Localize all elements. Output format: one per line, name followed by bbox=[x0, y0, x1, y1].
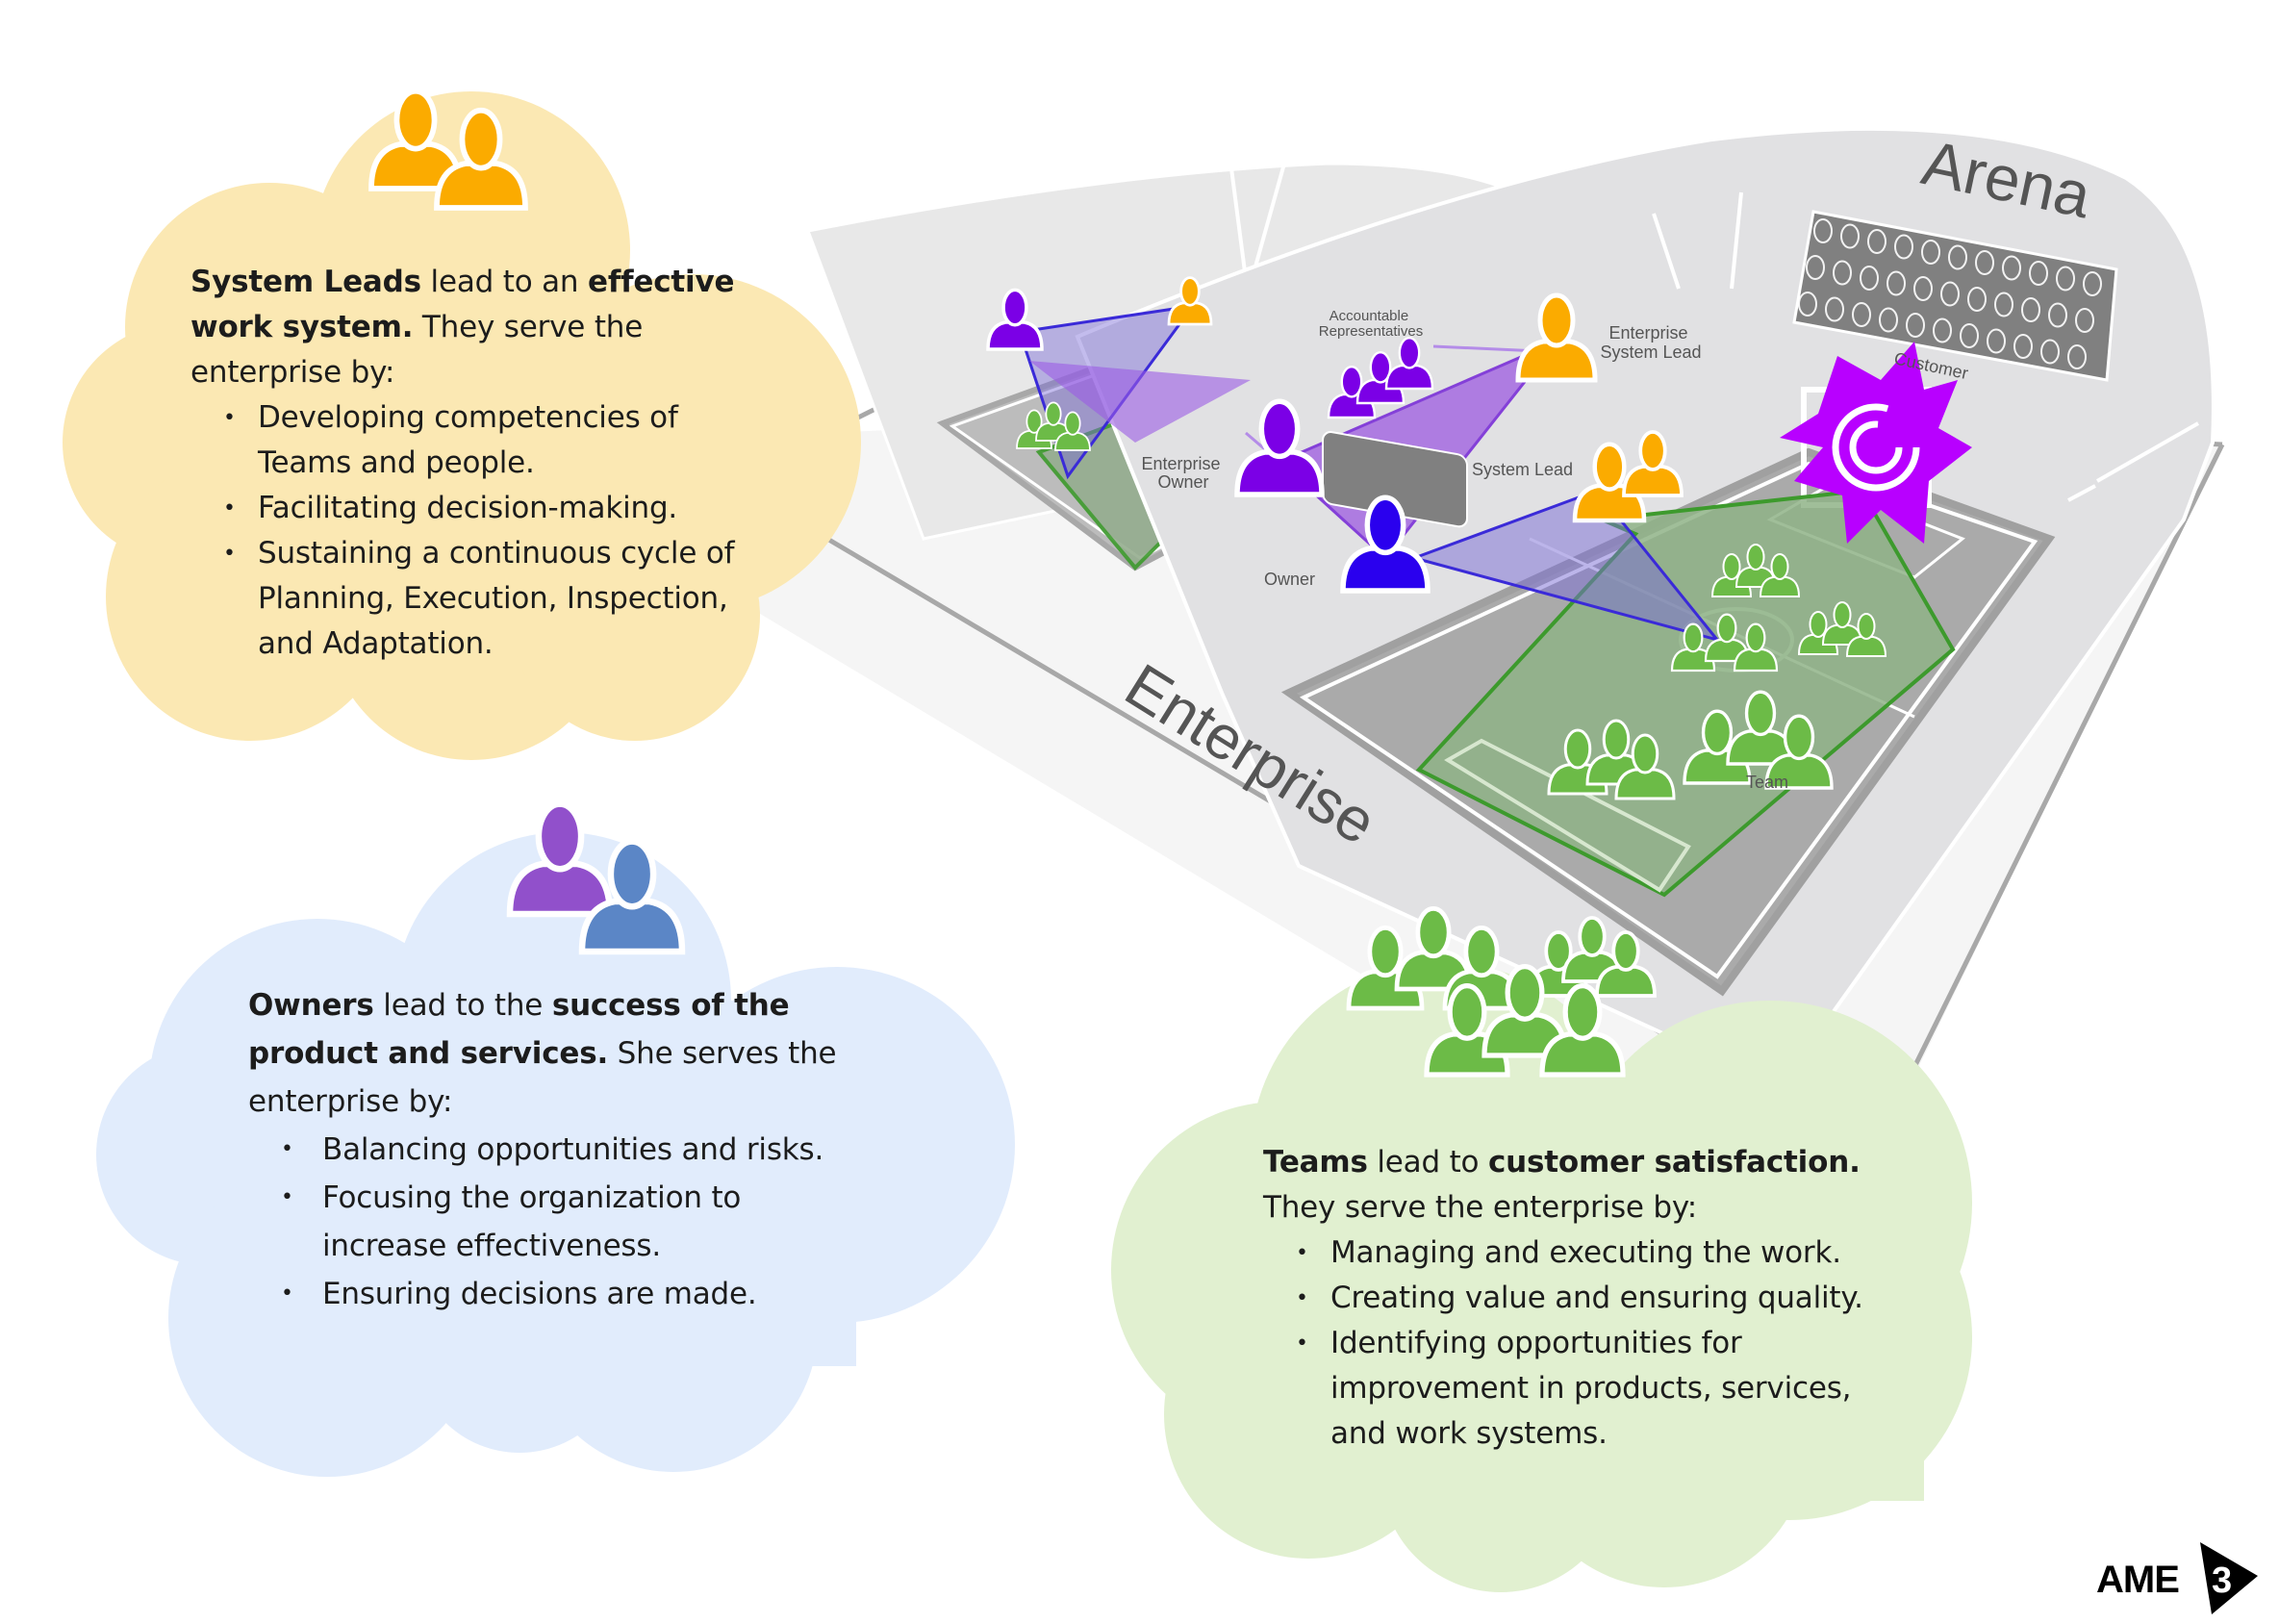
ame3-logo: AME 3 bbox=[2096, 1537, 2260, 1614]
intro-text: lead to the bbox=[373, 988, 552, 1023]
enterprise-owner-label: Enterprise Owner bbox=[1141, 454, 1225, 492]
list-item: •Developing competencies of Teams and pe… bbox=[223, 400, 678, 480]
system-leads-title: System Leads bbox=[190, 265, 421, 299]
teams-goal: customer satisfaction. bbox=[1487, 1145, 1861, 1180]
intro-text-2: They serve the enterprise by: bbox=[1263, 1190, 1698, 1225]
penalty-box bbox=[1444, 738, 1691, 893]
crowd-member-icon bbox=[2083, 271, 2102, 296]
crowd-member-icon bbox=[1833, 260, 1852, 286]
owners-intro: Owners lead to the success of the produc… bbox=[248, 981, 864, 1126]
crowd-member-icon bbox=[1867, 229, 1887, 254]
system-leads-intro: System Leads lead to an effective work s… bbox=[190, 260, 748, 395]
crowd-member-icon bbox=[1948, 244, 1967, 270]
system-leads-cloud bbox=[63, 91, 861, 760]
system-leads-bullets: •Developing competencies of Teams and pe… bbox=[190, 395, 748, 667]
back-triangle-2 bbox=[1029, 361, 1251, 443]
customer-value-star bbox=[1780, 342, 1972, 544]
crowd-member-icon bbox=[2013, 334, 2033, 359]
crowd-member-icon bbox=[1825, 296, 1844, 322]
crowd-member-icon bbox=[1994, 292, 2013, 317]
list-item: •Balancing opportunities and risks. bbox=[281, 1132, 824, 1167]
customer-crowd bbox=[1792, 210, 2118, 382]
crowd-member-icon bbox=[2040, 339, 2060, 365]
crowd-member-icon bbox=[1967, 287, 1987, 312]
crowd-member-icon bbox=[1933, 317, 1952, 343]
list-item: •Facilitating decision-making. bbox=[223, 491, 678, 525]
crowd-member-icon bbox=[1840, 223, 1860, 249]
crowd-member-icon bbox=[2029, 261, 2048, 286]
intro-text: lead to bbox=[1367, 1145, 1488, 1180]
crowd-member-icon bbox=[2067, 344, 2087, 369]
crowd-member-icon bbox=[1798, 292, 1817, 317]
teams-intro: Teams lead to customer satisfaction. The… bbox=[1263, 1140, 1879, 1231]
crowd-member-icon bbox=[2048, 302, 2067, 328]
logo-triangle-icon: 3 bbox=[2200, 1542, 2258, 1614]
enterprise-system-lead-label: Enterprise System Lead bbox=[1600, 323, 1701, 362]
crowd-member-icon bbox=[1987, 328, 2006, 354]
team-label: Team bbox=[1746, 773, 1788, 792]
crowd-member-icon bbox=[2021, 297, 2040, 322]
list-item: •Creating value and ensuring quality. bbox=[1296, 1281, 1863, 1315]
crowd-member-icon bbox=[1879, 307, 1898, 333]
teams-description: Teams lead to customer satisfaction. The… bbox=[1263, 1140, 1879, 1457]
crowd-member-icon bbox=[1921, 240, 1940, 265]
crowd-member-icon bbox=[1940, 281, 1960, 307]
list-item: •Ensuring decisions are made. bbox=[281, 1277, 757, 1311]
list-item: •Focusing the organization to increase e… bbox=[281, 1180, 742, 1263]
crowd-member-icon bbox=[1906, 313, 1925, 338]
list-item: •Sustaining a continuous cycle of Planni… bbox=[223, 536, 735, 661]
list-item: •Identifying opportunities for improveme… bbox=[1296, 1326, 1852, 1451]
crowd-member-icon bbox=[2056, 266, 2075, 292]
crowd-member-icon bbox=[1887, 270, 1906, 296]
accountable-representatives-label: Accountable Representatives bbox=[1319, 308, 1423, 340]
owners-bullets: •Balancing opportunities and risks. •Foc… bbox=[248, 1126, 864, 1318]
owners-goal: success of the product and services. bbox=[248, 988, 790, 1071]
teams-bullets: •Managing and executing the work. •Creat… bbox=[1263, 1231, 1879, 1457]
owner-label: Owner bbox=[1264, 570, 1315, 589]
owners-cloud bbox=[96, 832, 1015, 1477]
owners-description: Owners lead to the success of the produc… bbox=[248, 981, 864, 1318]
owner-team-triangle bbox=[1409, 489, 1722, 643]
teams-cloud bbox=[1111, 962, 1972, 1592]
teams-title: Teams bbox=[1263, 1145, 1368, 1180]
crowd-member-icon bbox=[1975, 250, 1994, 275]
crowd-member-icon bbox=[2002, 255, 2021, 281]
intro-text-2: They serve the enterprise by: bbox=[190, 310, 644, 390]
crowd-member-icon bbox=[1894, 234, 1913, 260]
intro-text-2: She serves the enterprise by: bbox=[248, 1036, 837, 1119]
crowd-member-icon bbox=[1860, 266, 1879, 291]
crowd-member-icon bbox=[1852, 302, 1871, 327]
crowd-member-icon bbox=[1813, 218, 1833, 243]
crowd-member-icon bbox=[1960, 323, 1979, 348]
logo-text: AME bbox=[2096, 1559, 2180, 1601]
system-leads-goal: effective work system. bbox=[190, 265, 735, 344]
system-lead-label: System Lead bbox=[1472, 460, 1573, 479]
intro-text: lead to an bbox=[420, 265, 589, 299]
logo-mark: 3 bbox=[2212, 1561, 2232, 1601]
owners-title: Owners bbox=[248, 988, 374, 1023]
crowd-member-icon bbox=[2075, 308, 2094, 333]
crowd-member-icon bbox=[1913, 276, 1933, 301]
crowd-member-icon bbox=[1806, 255, 1825, 280]
list-item: •Managing and executing the work. bbox=[1296, 1235, 1841, 1270]
system-leads-description: System Leads lead to an effective work s… bbox=[190, 260, 748, 667]
